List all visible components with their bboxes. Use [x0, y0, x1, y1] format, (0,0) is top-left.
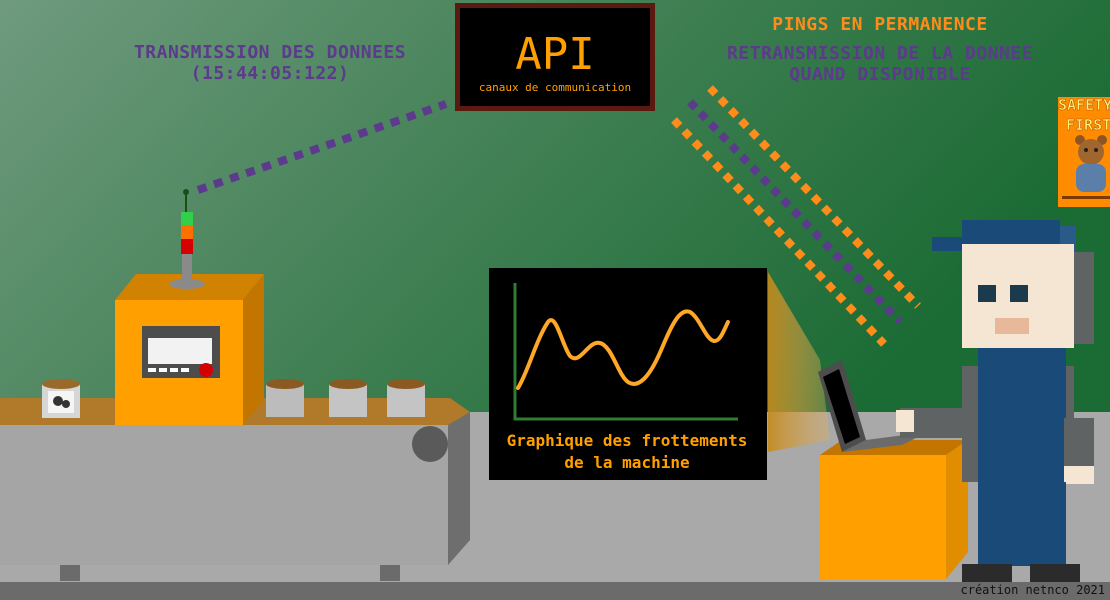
worker-cap	[962, 220, 1060, 244]
chart-caption: Graphique des frottements de la machine	[486, 430, 768, 474]
pings-label: PINGS EN PERMANENCE	[772, 14, 988, 35]
status-light-tower-icon	[169, 189, 205, 289]
worker-eye	[978, 285, 996, 302]
poster-title-line-2: FIRST	[1066, 116, 1110, 134]
transmission-text: TRANSMISSION DES DONNEES	[133, 42, 407, 63]
friction-chart-screen	[489, 268, 767, 480]
api-title: API	[515, 29, 595, 80]
conveyor	[0, 398, 470, 581]
product-can-labeled	[42, 379, 80, 418]
floor-edge	[0, 582, 1110, 600]
retransmission-line-1: RETRANSMISSION DE LA DONNEE	[726, 43, 1034, 64]
conveyor-roller	[412, 426, 448, 462]
retransmission-line-2: QUAND DISPONIBLE	[789, 64, 971, 85]
product-can	[329, 379, 367, 417]
worker-eye	[1010, 285, 1028, 302]
safety-poster	[1058, 97, 1110, 207]
chart-caption-line-2: de la machine	[564, 453, 690, 472]
worker	[896, 220, 1094, 582]
chart-caption-line-1: Graphique des frottements	[506, 431, 748, 450]
control-display	[148, 338, 212, 364]
worker-mouth	[995, 318, 1029, 334]
desk	[820, 440, 968, 579]
projection-beam	[768, 272, 830, 452]
product-can	[387, 379, 425, 417]
worker-overalls	[978, 348, 1066, 482]
teddy-bear-icon	[1075, 135, 1107, 192]
transmission-label: TRANSMISSION DES DONNEES (15:44:05:122)	[40, 42, 500, 84]
machine	[115, 274, 264, 425]
api-subtitle: canaux de communication	[478, 81, 632, 94]
friction-curve	[516, 309, 730, 390]
api-screen	[455, 3, 655, 111]
emergency-stop-button	[199, 363, 213, 377]
credit-text: création netnco 2021	[960, 583, 1106, 597]
transmission-timestamp: (15:44:05:122)	[190, 63, 350, 84]
ping-lines	[671, 85, 921, 347]
product-can	[266, 379, 304, 417]
poster-title-line-1: SAFETY	[1058, 96, 1110, 114]
retransmission-label: RETRANSMISSION DE LA DONNEE QUAND DISPON…	[690, 43, 1070, 85]
